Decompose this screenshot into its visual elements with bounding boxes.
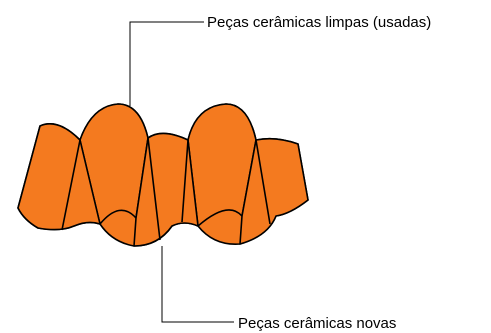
leader-line-used bbox=[129, 21, 204, 106]
leader-line-new bbox=[161, 246, 234, 323]
tile-fold-lines bbox=[61, 137, 271, 241]
tile-side-right bbox=[239, 137, 309, 245]
tile-side-left bbox=[17, 123, 101, 231]
tile-hump-left bbox=[79, 103, 149, 225]
label-new-pieces: Peças cerâmicas novas bbox=[238, 315, 396, 332]
label-used-pieces: Peças cerâmicas limpas (usadas) bbox=[207, 14, 431, 31]
tile-hump-right bbox=[187, 103, 257, 227]
ceramic-tile-stack bbox=[17, 103, 309, 247]
